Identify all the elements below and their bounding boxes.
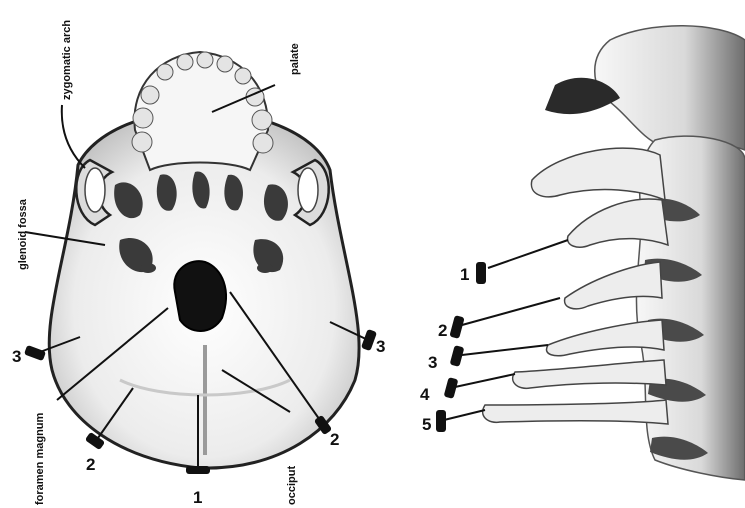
spine-marker-2 bbox=[449, 315, 464, 339]
label-zygomatic-arch: zygomatic arch bbox=[61, 20, 73, 100]
marker-1 bbox=[186, 466, 210, 474]
spine-number-3: 3 bbox=[428, 353, 437, 372]
occipital-mass bbox=[595, 26, 745, 150]
label-palate: palate bbox=[289, 43, 301, 75]
spine-number-5: 5 bbox=[422, 415, 431, 434]
skull-base-illustration bbox=[49, 52, 359, 468]
number-3-right: 3 bbox=[376, 337, 385, 356]
label-occiput: occiput bbox=[286, 466, 298, 505]
number-1-bottom: 1 bbox=[193, 488, 202, 507]
label-foramen-magnum: foramen magnum bbox=[34, 412, 46, 505]
label-glenoid-fossa: glenoid fossa bbox=[17, 198, 29, 270]
spine-marker-3 bbox=[450, 345, 465, 367]
spinous-process-6 bbox=[483, 400, 668, 424]
spinous-process-1 bbox=[531, 148, 665, 200]
foramen-magnum bbox=[174, 261, 226, 331]
spine-number-4: 4 bbox=[420, 385, 430, 404]
spinous-processes bbox=[483, 148, 668, 424]
spine-marker-4 bbox=[444, 377, 459, 399]
spine-number-2: 2 bbox=[438, 321, 447, 340]
marker-3-right bbox=[361, 329, 377, 351]
right-markers bbox=[436, 262, 486, 432]
spine-number-1: 1 bbox=[460, 265, 469, 284]
spine-marker-5 bbox=[436, 410, 446, 432]
number-2-right: 2 bbox=[330, 430, 339, 449]
spine-marker-1 bbox=[476, 262, 486, 284]
spinous-process-2 bbox=[568, 199, 668, 247]
marker-3-left bbox=[24, 345, 46, 361]
spinous-process-5 bbox=[513, 360, 666, 388]
number-3-left: 3 bbox=[12, 347, 21, 366]
cervical-spine-illustration bbox=[483, 26, 745, 480]
number-2-left: 2 bbox=[86, 455, 95, 474]
